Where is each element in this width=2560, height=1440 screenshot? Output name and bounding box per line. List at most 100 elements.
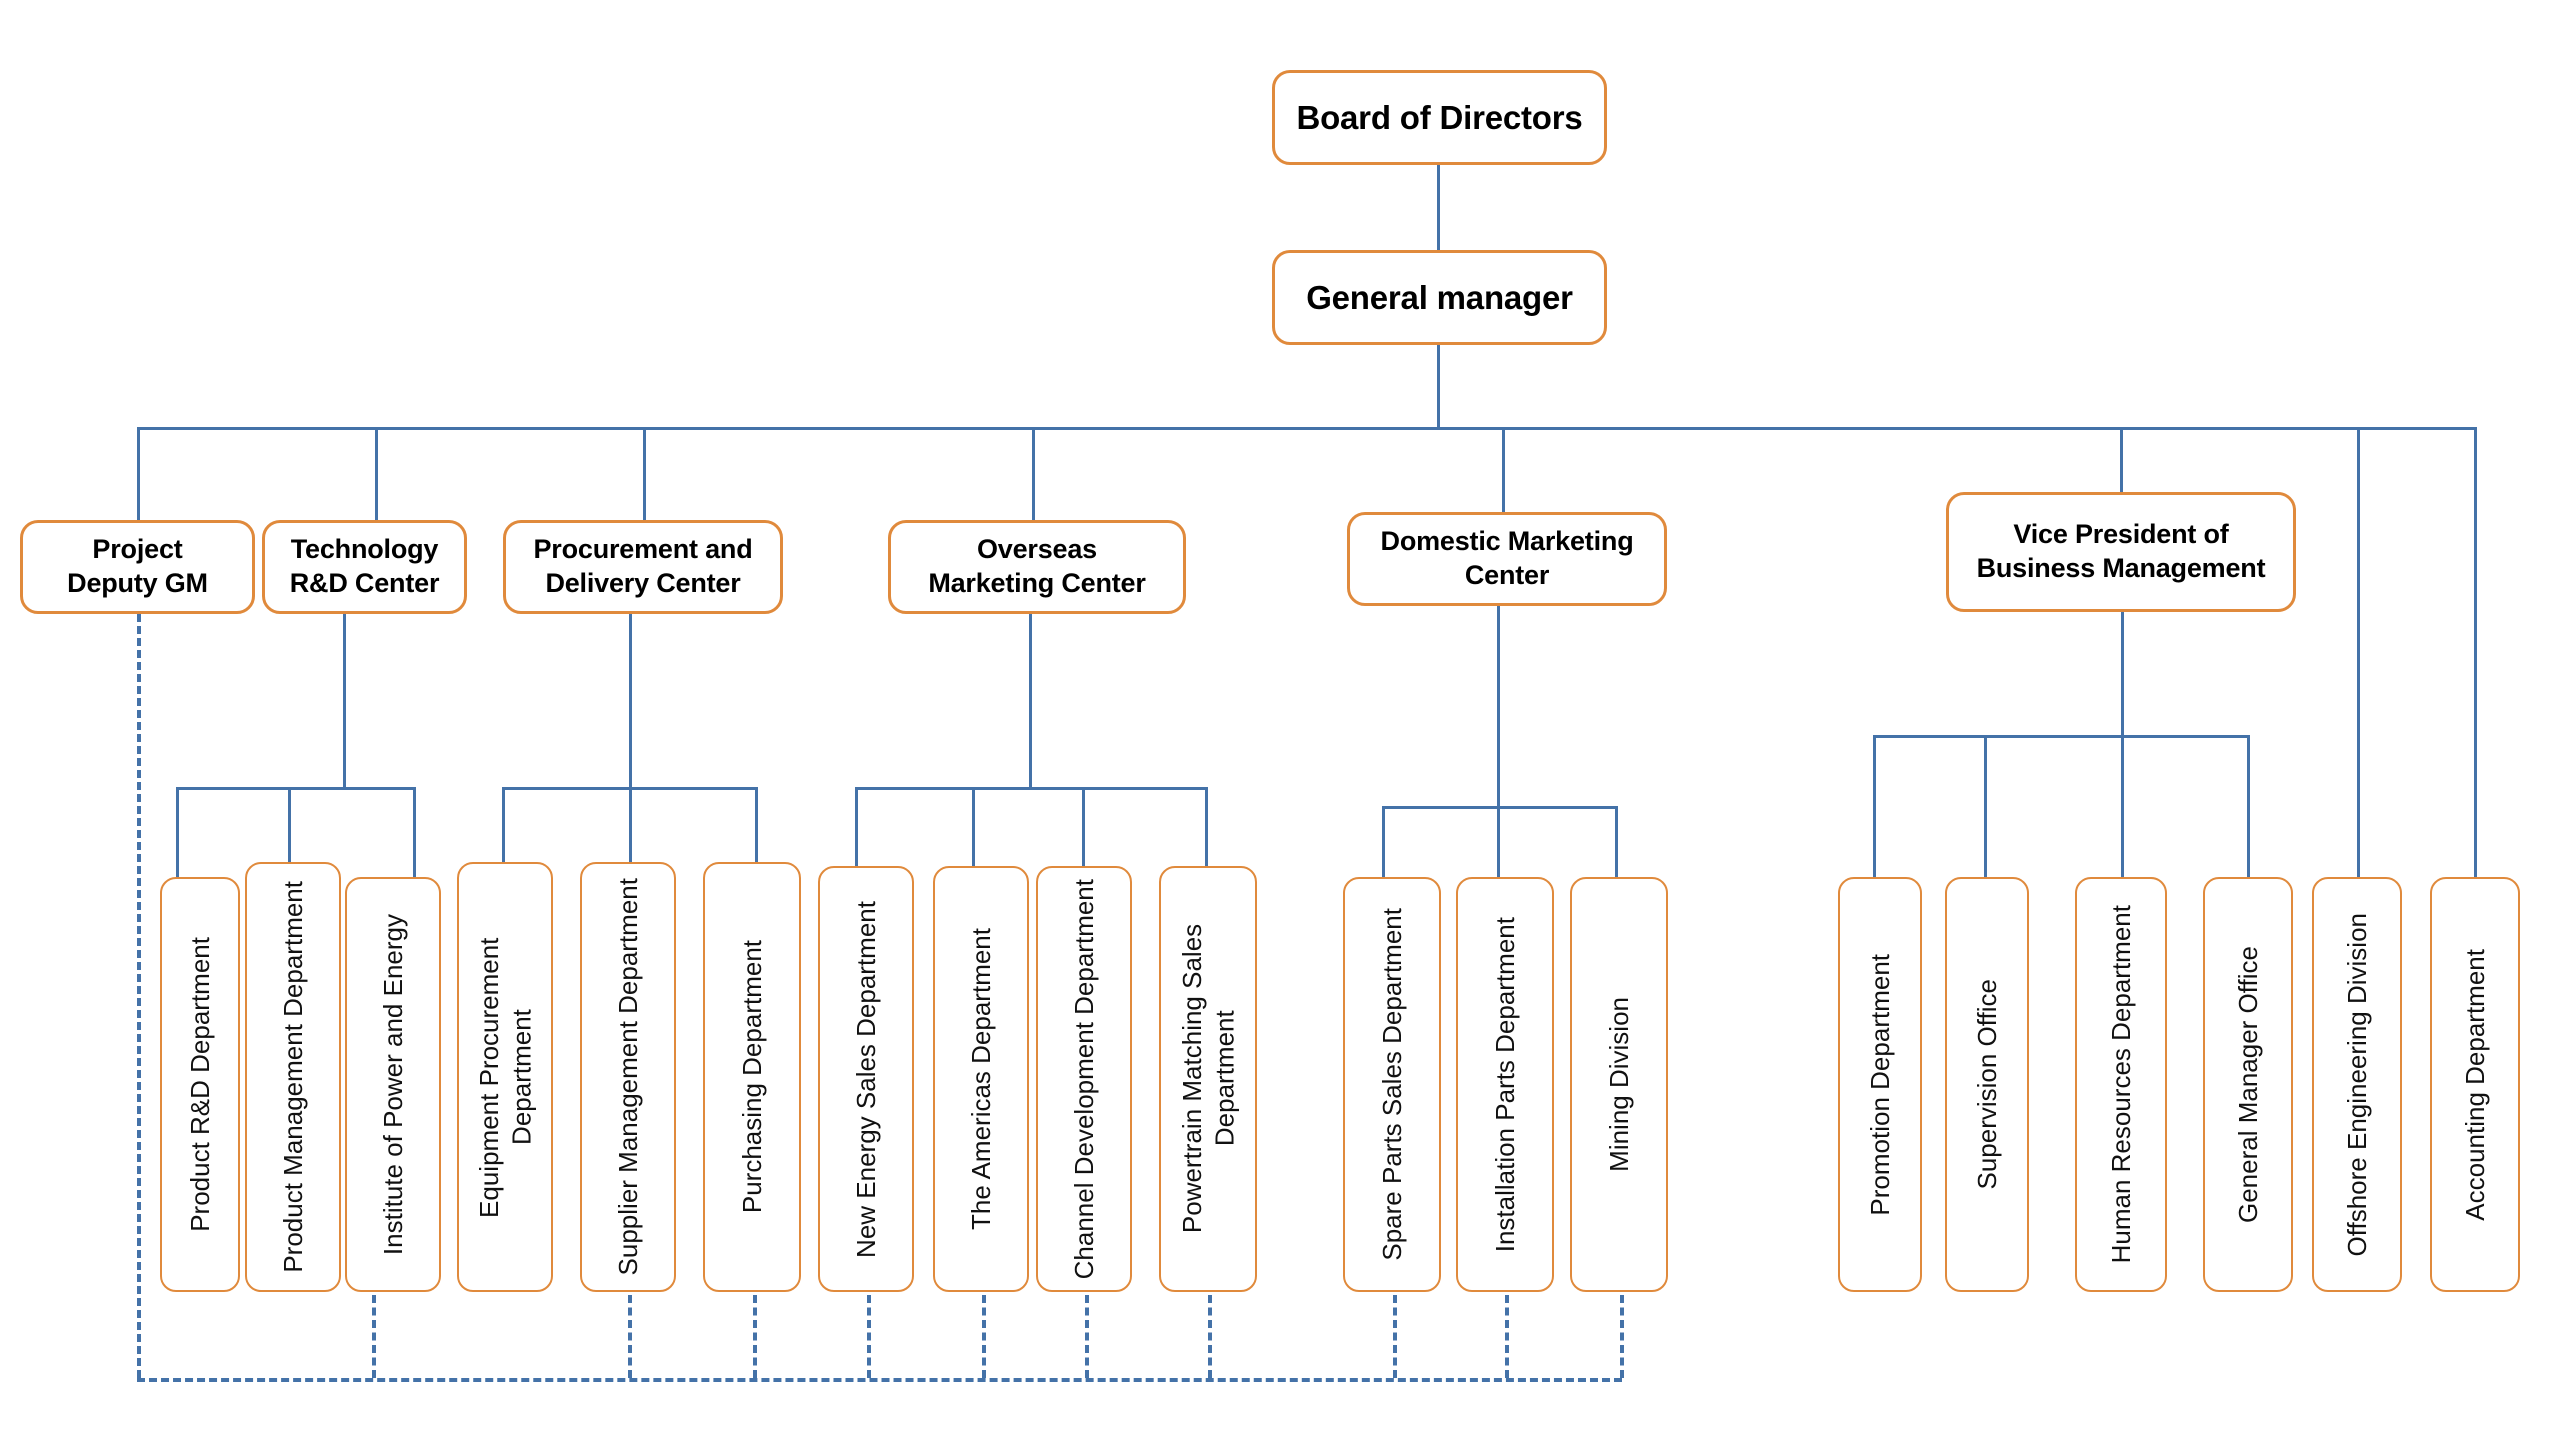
node-label: Domestic Marketing Center bbox=[1380, 526, 1634, 590]
node-label: Product Management Department bbox=[277, 881, 308, 1273]
dashed-to-the-americas-department bbox=[982, 1295, 986, 1378]
node-label: Technology R&D Center bbox=[289, 534, 440, 598]
drop-domestic bbox=[1502, 427, 1505, 520]
node-label: General manager bbox=[1306, 278, 1573, 316]
node-mining-division[interactable]: Mining Division bbox=[1570, 877, 1668, 1292]
node-human-resources-department[interactable]: Human Resources Department bbox=[2075, 877, 2167, 1292]
node-label: Overseas Marketing Center bbox=[928, 534, 1146, 598]
node-project-deputy-gm[interactable]: Project Deputy GM bbox=[20, 520, 255, 614]
stem-technology-rd bbox=[343, 614, 346, 787]
node-accounting-department[interactable]: Accounting Department bbox=[2430, 877, 2520, 1292]
node-offshore-engineering-division[interactable]: Offshore Engineering Division bbox=[2312, 877, 2402, 1292]
drop-the-americas-department bbox=[972, 787, 975, 877]
node-overseas-marketing-center[interactable]: Overseas Marketing Center bbox=[888, 520, 1186, 614]
node-the-americas-department[interactable]: The Americas Department bbox=[933, 866, 1029, 1292]
drop-spare-parts-sales-department bbox=[1382, 806, 1385, 877]
drop-mining-division bbox=[1615, 806, 1618, 877]
node-domestic-marketing-center[interactable]: Domestic Marketing Center bbox=[1347, 512, 1667, 606]
node-vp-business-management[interactable]: Vice President of Business Management bbox=[1946, 492, 2296, 612]
stem-vp-business bbox=[2121, 612, 2124, 735]
drop-general-manager-office bbox=[2247, 735, 2250, 877]
edge-board-to-gm bbox=[1437, 165, 1440, 250]
drop-supplier-management-department bbox=[629, 787, 632, 877]
drop-channel-development-department bbox=[1082, 787, 1085, 877]
drop-institute-power-energy bbox=[413, 787, 416, 877]
stem-overseas bbox=[1029, 614, 1032, 787]
node-label: New Energy Sales Department bbox=[850, 900, 881, 1258]
dashed-bus bbox=[137, 1378, 1622, 1382]
edge-gm-to-bus bbox=[1437, 345, 1440, 427]
dashed-to-channel-development-department bbox=[1085, 1295, 1089, 1378]
node-label: Project Deputy GM bbox=[67, 534, 208, 598]
node-label: The Americas Department bbox=[965, 927, 996, 1230]
node-powertrain-matching-sales-department[interactable]: Powertrain Matching Sales Department bbox=[1159, 866, 1257, 1292]
node-promotion-department[interactable]: Promotion Department bbox=[1838, 877, 1922, 1292]
main-bus bbox=[137, 427, 2477, 430]
drop-supervision-office bbox=[1984, 735, 1987, 877]
drop-purchasing-department bbox=[755, 787, 758, 877]
node-technology-rd-center[interactable]: Technology R&D Center bbox=[262, 520, 467, 614]
node-equipment-procurement-department[interactable]: Equipment Procurement Department bbox=[457, 862, 553, 1292]
node-label: General Manager Office bbox=[2232, 946, 2263, 1223]
node-label: Human Resources Department bbox=[2105, 905, 2136, 1264]
node-label: Procurement and Delivery Center bbox=[533, 534, 753, 598]
node-label: Installation Parts Department bbox=[1489, 916, 1520, 1253]
dashed-to-new-energy-sales-department bbox=[867, 1295, 871, 1378]
node-label: Offshore Engineering Division bbox=[2341, 912, 2372, 1257]
node-label: Mining Division bbox=[1603, 997, 1634, 1172]
node-supplier-management-department[interactable]: Supplier Management Department bbox=[580, 862, 676, 1292]
dashed-stem-project-deputy-gm bbox=[137, 614, 141, 1378]
node-label: Product R&D Department bbox=[184, 937, 215, 1232]
dashed-to-purchasing-department bbox=[753, 1295, 757, 1378]
drop-promotion-department bbox=[1873, 735, 1876, 877]
node-label: Equipment Procurement Department bbox=[473, 936, 537, 1218]
stem-domestic bbox=[1497, 606, 1500, 806]
node-institute-power-energy[interactable]: Institute of Power and Energy bbox=[345, 877, 441, 1292]
node-label: Purchasing Department bbox=[736, 940, 767, 1214]
stem-procurement bbox=[629, 614, 632, 787]
drop-overseas bbox=[1032, 427, 1035, 520]
node-new-energy-sales-department[interactable]: New Energy Sales Department bbox=[818, 866, 914, 1292]
node-product-management-department[interactable]: Product Management Department bbox=[245, 862, 341, 1292]
dashed-to-supplier-management-department bbox=[628, 1295, 632, 1378]
drop-equipment-procurement-department bbox=[502, 787, 505, 877]
subbus-vp-business bbox=[1873, 735, 2250, 738]
node-label: Vice President of Business Management bbox=[1976, 519, 2266, 583]
drop-accounting bbox=[2474, 427, 2477, 877]
dashed-to-powertrain-matching-sales-department bbox=[1208, 1295, 1212, 1378]
node-general-manager-office[interactable]: General Manager Office bbox=[2203, 877, 2293, 1292]
drop-offshore-engineering bbox=[2357, 427, 2360, 877]
drop-vp-business bbox=[2120, 427, 2123, 492]
node-board-of-directors[interactable]: Board of Directors bbox=[1272, 70, 1607, 165]
node-purchasing-department[interactable]: Purchasing Department bbox=[703, 862, 801, 1292]
drop-project-deputy-gm bbox=[137, 427, 140, 520]
node-label: Institute of Power and Energy bbox=[377, 913, 408, 1256]
node-spare-parts-sales-department[interactable]: Spare Parts Sales Department bbox=[1343, 877, 1441, 1292]
drop-technology-rd bbox=[375, 427, 378, 520]
dashed-to-installation-parts-department bbox=[1505, 1295, 1509, 1378]
node-label: Accounting Department bbox=[2459, 948, 2490, 1221]
node-procurement-delivery-center[interactable]: Procurement and Delivery Center bbox=[503, 520, 783, 614]
dashed-to-spare-parts-sales-department bbox=[1393, 1295, 1397, 1378]
drop-product-rd-department bbox=[176, 787, 179, 877]
node-general-manager[interactable]: General manager bbox=[1272, 250, 1607, 345]
drop-powertrain-matching-sales-department bbox=[1205, 787, 1208, 877]
drop-installation-parts-department bbox=[1497, 806, 1500, 877]
node-installation-parts-department[interactable]: Installation Parts Department bbox=[1456, 877, 1554, 1292]
node-label: Supervision Office bbox=[1971, 979, 2002, 1190]
node-label: Channel Development Department bbox=[1068, 878, 1099, 1280]
node-supervision-office[interactable]: Supervision Office bbox=[1945, 877, 2029, 1292]
node-label: Board of Directors bbox=[1296, 98, 1583, 136]
node-label: Spare Parts Sales Department bbox=[1376, 908, 1407, 1261]
drop-product-management-department bbox=[288, 787, 291, 877]
node-channel-development-department[interactable]: Channel Development Department bbox=[1036, 866, 1132, 1292]
node-product-rd-department[interactable]: Product R&D Department bbox=[160, 877, 240, 1292]
dashed-to-institute-power-energy bbox=[372, 1295, 376, 1378]
subbus-technology-rd bbox=[176, 787, 416, 790]
drop-procurement bbox=[643, 427, 646, 520]
dashed-to-mining-division bbox=[1620, 1295, 1624, 1378]
node-label: Promotion Department bbox=[1864, 953, 1895, 1216]
node-label: Powertrain Matching Sales Department bbox=[1176, 924, 1240, 1234]
drop-new-energy-sales-department bbox=[855, 787, 858, 877]
